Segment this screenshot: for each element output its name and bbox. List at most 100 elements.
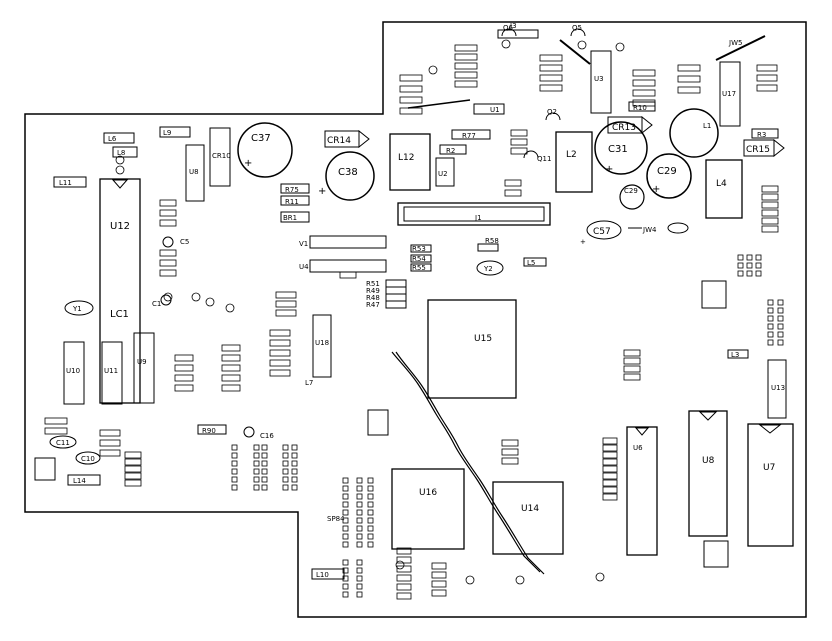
sp-pad-8-4 [261, 476, 268, 483]
transistor-q6: Q6 [501, 24, 517, 37]
resistor-small-14-1 [124, 458, 142, 466]
svg-text:J1: J1 [474, 214, 482, 222]
diode-cr13: CR13 [607, 115, 653, 135]
resistor-small-1-1 [454, 53, 478, 61]
resistor-small-10-2 [221, 364, 241, 372]
svg-text:CR15: CR15 [746, 145, 770, 155]
svg-text:U3: U3 [594, 75, 604, 83]
resistor-r75: R75 [280, 183, 310, 194]
sp-pad-11-1 [746, 262, 753, 269]
sp-pad-0-3 [342, 501, 349, 508]
svg-text:C16: C16 [260, 432, 274, 440]
resistor-small-15-0 [396, 547, 412, 555]
svg-text:+: + [605, 164, 613, 175]
resistor-r77: R77 [451, 129, 491, 140]
resistor-small-4-0 [677, 64, 701, 72]
svg-text:LC1: LC1 [110, 309, 129, 320]
ic-u8: U8 [688, 410, 728, 537]
sp-pad-10-0 [737, 254, 744, 261]
svg-text:R2: R2 [446, 147, 455, 155]
resistor-small-14-0 [124, 451, 142, 459]
resistor-small-9-0 [269, 329, 291, 337]
sp-pad-0-6 [342, 525, 349, 532]
label-c29: C29 [657, 166, 677, 177]
svg-text:U14: U14 [521, 504, 539, 514]
resistor-small-0-1 [399, 85, 423, 93]
resistor-small-6-0 [159, 199, 177, 207]
resistor-small-3-0 [632, 69, 656, 77]
resistor-small-5-0 [756, 64, 778, 72]
resistor-r55: R55 [410, 263, 432, 272]
resistor-r47: R47 [366, 300, 407, 309]
svg-text:U12: U12 [110, 221, 130, 232]
ic-u10: U10 [63, 341, 85, 405]
bridge-br1: CR10 [209, 127, 231, 187]
sp-pad-3-4 [342, 591, 349, 598]
twisted-wire [391, 351, 541, 573]
cap-small-2 [577, 40, 587, 50]
coil-l1: L1 [669, 108, 719, 158]
connector-j1: J1 [397, 202, 551, 226]
svg-text:CR13: CR13 [612, 123, 636, 133]
svg-text:R55: R55 [412, 264, 426, 272]
resistor-small-2-0 [539, 54, 563, 62]
resistor-small-21-0 [504, 179, 522, 187]
resistor-small-20-0 [501, 439, 519, 447]
sp-pad-12-0 [755, 254, 762, 261]
cap-c29: C29 + [646, 153, 692, 199]
resistor-small-9-1 [269, 339, 291, 347]
sp-pad-6-0 [253, 444, 260, 451]
svg-text:L5: L5 [527, 259, 535, 267]
resistor-small-17-6 [602, 479, 618, 487]
svg-text:C1: C1 [152, 300, 161, 308]
resistor-small-4-2 [677, 86, 701, 94]
svg-text:R3: R3 [757, 131, 766, 139]
svg-text:JW4: JW4 [642, 226, 657, 234]
sp-pad-7-2 [282, 460, 289, 467]
sp-pad-6-5 [253, 484, 260, 491]
resistor-small-18-5 [761, 225, 779, 233]
resistor-small-17-5 [602, 472, 618, 480]
sp-pad-9-1 [291, 452, 298, 459]
svg-text:V1: V1 [299, 240, 308, 248]
resistor-small-13-2 [99, 449, 121, 457]
svg-text:U17: U17 [722, 90, 736, 98]
sp-pad-1-7 [356, 533, 363, 540]
ic-u6: U6 [626, 426, 658, 556]
resistor-small-0-2 [399, 96, 423, 104]
resistor-small-18-1 [761, 193, 779, 201]
diode-cr14: CR14 [324, 129, 370, 149]
sp-pad-7-4 [282, 476, 289, 483]
svg-text:Y2: Y2 [483, 265, 493, 273]
svg-text:R48: R48 [366, 294, 380, 302]
cap-small-6 [163, 292, 173, 302]
cap-c11: C11 [49, 435, 77, 449]
ic-u16: U16 [391, 468, 465, 550]
ic-u2: U2 [435, 157, 455, 187]
inductor-l14: L14 [67, 474, 101, 486]
ic-u7: U7 [747, 423, 794, 547]
sp-pad-1-3 [356, 501, 363, 508]
resistor-r54: R54 [410, 254, 432, 263]
ic-u12: U12 LC1 [99, 178, 141, 404]
svg-text:BR1: BR1 [283, 214, 297, 222]
resistor-small-5-1 [756, 74, 778, 82]
resistor-small-14-4 [124, 479, 142, 487]
resistor-small-19-0 [623, 349, 641, 357]
svg-text:C29: C29 [624, 187, 638, 195]
inductor-l8: L8 [112, 146, 138, 158]
ic-u15: U15 [427, 299, 517, 399]
svg-text:R10: R10 [633, 104, 647, 112]
resistor-small-16-1 [431, 571, 447, 579]
cap-small-11 [465, 575, 475, 585]
resistor-small-17-0 [602, 437, 618, 445]
svg-text:+: + [652, 184, 660, 195]
resistor-small-8-0 [275, 291, 297, 299]
resistor-r58: R58 [477, 237, 499, 252]
resistor-small-19-3 [623, 373, 641, 381]
sp-pad-7-0 [282, 444, 289, 451]
sp-pad-7-5 [282, 484, 289, 491]
resistor-r90: R90 [197, 424, 227, 435]
inductor-l12: L12 [389, 133, 431, 191]
svg-text:L11: L11 [59, 179, 72, 187]
